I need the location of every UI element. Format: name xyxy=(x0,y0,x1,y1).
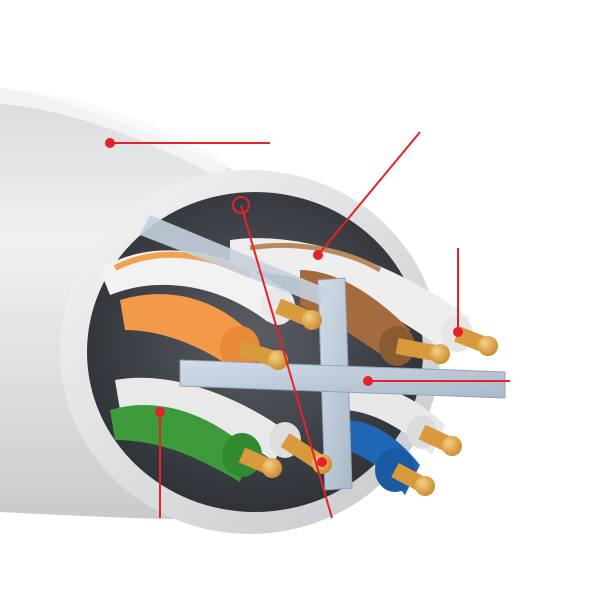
blue-conductor xyxy=(391,462,435,496)
separator-back-fin xyxy=(140,215,330,305)
orange-white-conductor xyxy=(274,298,322,330)
jacket-top-highlight xyxy=(0,88,230,178)
callout-copper-conductor xyxy=(317,457,327,467)
blue-conductor-tip xyxy=(415,476,435,496)
callout-cross-separator xyxy=(363,376,510,386)
blue-white-conductor-tip xyxy=(442,436,462,456)
brown-white-conductor xyxy=(454,326,498,356)
orange-conductor-tip xyxy=(268,350,288,370)
brown-conductor xyxy=(395,338,450,364)
orange-white-conductor-tip xyxy=(302,310,322,330)
callout-brown-white-conductor xyxy=(453,248,463,337)
callout-rip-cord-line xyxy=(240,204,333,519)
callout-green-pair xyxy=(155,407,165,518)
brown-conductor-tip xyxy=(430,344,450,364)
green-conductor xyxy=(238,447,282,478)
callout-cross-separator-dot xyxy=(363,376,373,386)
orange-insulation xyxy=(120,294,245,368)
callout-outer-jacket xyxy=(105,138,270,148)
green-insulation xyxy=(110,404,250,482)
callout-green-pair-dot xyxy=(155,407,165,417)
callout-brown-pair-dot xyxy=(313,250,323,260)
callout-lines xyxy=(105,131,510,519)
callout-copper-conductor-dot xyxy=(317,457,327,467)
callout-brown-pair xyxy=(313,131,421,260)
callout-brown-pair-line xyxy=(317,131,421,256)
callout-rip-cord-ring xyxy=(232,196,250,214)
callout-rip-cord xyxy=(232,196,333,519)
orange-conductor xyxy=(237,340,288,370)
green-conductor-tip xyxy=(262,458,282,478)
brown-white-conductor-tip xyxy=(478,336,498,356)
callout-outer-jacket-dot xyxy=(105,138,115,148)
separator-horizontal xyxy=(179,359,506,399)
callout-brown-white-conductor-dot xyxy=(453,327,463,337)
blue-white-conductor xyxy=(418,424,462,456)
cross-separator xyxy=(140,215,506,491)
